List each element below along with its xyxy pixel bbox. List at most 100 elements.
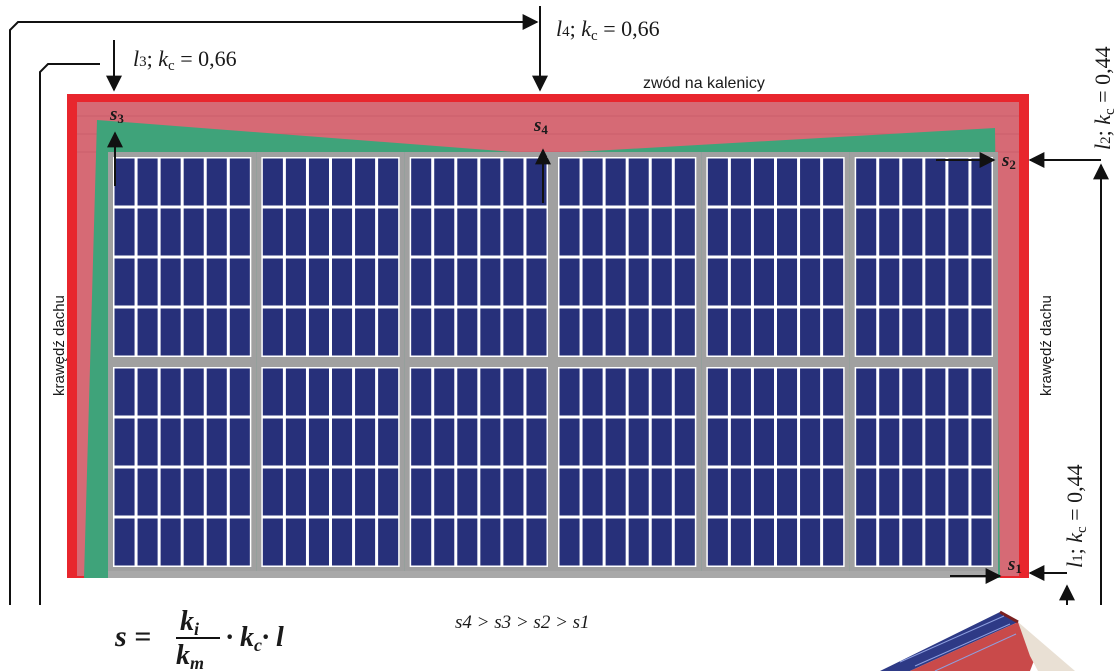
pv-cell: [457, 158, 478, 206]
pv-cell: [355, 158, 376, 206]
pv-cell: [925, 518, 946, 566]
pv-cell: [823, 308, 844, 356]
pv-cell: [651, 368, 672, 416]
pv-cell: [628, 518, 649, 566]
pv-cell: [411, 308, 432, 356]
pv-cell: [262, 308, 283, 356]
pv-cell: [434, 468, 455, 516]
formula: s = ki km · kc· l: [114, 606, 284, 671]
pv-cell: [355, 418, 376, 466]
pv-cell: [434, 418, 455, 466]
pv-cell: [730, 468, 751, 516]
pv-cell: [628, 308, 649, 356]
pv-cell: [800, 208, 821, 256]
l2-sub: 2: [1098, 136, 1114, 144]
pv-cell: [308, 418, 329, 466]
pv-cell: [434, 308, 455, 356]
pv-cell: [434, 158, 455, 206]
pv-module-backing: [113, 367, 252, 567]
pv-cell: [137, 258, 158, 306]
pv-cell: [480, 308, 501, 356]
pv-cell: [753, 468, 774, 516]
pv-cell: [856, 468, 877, 516]
pv-cell: [332, 208, 353, 256]
s-arrows: [107, 131, 1002, 584]
formula-denominator: km: [176, 640, 204, 671]
pv-cell: [628, 468, 649, 516]
pv-cell: [434, 368, 455, 416]
pv-cell: [605, 368, 626, 416]
pv-cell: [707, 368, 728, 416]
pv-cell: [526, 468, 547, 516]
pv-cell: [605, 158, 626, 206]
pv-cell: [285, 308, 306, 356]
ridge-label: zwód na kalenicy: [643, 75, 765, 92]
pv-cell: [411, 418, 432, 466]
formula-num-sub: i: [194, 619, 199, 639]
pv-cell: [674, 468, 695, 516]
pv-cell: [902, 308, 923, 356]
formula-rhs-sub: c: [254, 635, 262, 655]
pv-cell: [948, 368, 969, 416]
s1-sub: 1: [1015, 561, 1022, 576]
pv-cell: [559, 518, 580, 566]
pv-cell: [753, 208, 774, 256]
pv-cell: [971, 308, 992, 356]
dimension-lines: [9, 6, 1109, 605]
pv-cell: [137, 368, 158, 416]
pv-cell: [800, 518, 821, 566]
pv-cell: [879, 368, 900, 416]
house-illustration: [880, 610, 1075, 671]
formula-den-sub: m: [190, 653, 204, 671]
house-gable: [1018, 622, 1075, 671]
l4-k: k: [581, 16, 592, 41]
pv-cell: [378, 258, 399, 306]
pv-cell: [879, 518, 900, 566]
pv-cell: [582, 258, 603, 306]
pv-cell: [800, 258, 821, 306]
formula-rhs-tail: · l: [262, 622, 284, 653]
pv-cell: [378, 158, 399, 206]
l2-k: k: [1090, 114, 1115, 125]
pv-cell: [559, 368, 580, 416]
pv-module-backing: [261, 157, 400, 357]
pv-cell: [308, 368, 329, 416]
pv-cell: [559, 418, 580, 466]
pv-cell: [308, 308, 329, 356]
pv-cell: [183, 258, 204, 306]
pv-cell: [582, 158, 603, 206]
pv-cell: [925, 258, 946, 306]
pv-cell: [730, 518, 751, 566]
pv-cell: [378, 308, 399, 356]
l2-var: l: [1090, 144, 1115, 150]
pv-cell: [777, 468, 798, 516]
pv-cell: [137, 468, 158, 516]
l3-label: l3; kc = 0,66: [133, 46, 237, 74]
pv-cell: [948, 208, 969, 256]
pv-cell: [480, 258, 501, 306]
pv-module-backing: [261, 367, 400, 567]
pv-cell: [628, 208, 649, 256]
pv-cell: [823, 518, 844, 566]
pv-cell: [707, 418, 728, 466]
order-relation: s4 > s3 > s2 > s1: [455, 612, 590, 633]
pv-cell: [559, 308, 580, 356]
pv-cell: [605, 518, 626, 566]
pv-cell: [355, 518, 376, 566]
pv-cell: [730, 258, 751, 306]
pv-cell: [971, 368, 992, 416]
pv-cell: [378, 368, 399, 416]
s2-main: s: [1001, 150, 1009, 171]
pv-cell: [777, 418, 798, 466]
pv-cell: [229, 518, 250, 566]
pv-cell: [730, 158, 751, 206]
pv-cell: [707, 308, 728, 356]
pv-cell: [285, 418, 306, 466]
s1-main: s: [1007, 554, 1015, 575]
l4-sep: ;: [570, 16, 582, 41]
pv-cell: [628, 368, 649, 416]
pv-cell: [879, 308, 900, 356]
pv-cell: [559, 468, 580, 516]
pv-cell: [753, 308, 774, 356]
pv-cell: [707, 208, 728, 256]
